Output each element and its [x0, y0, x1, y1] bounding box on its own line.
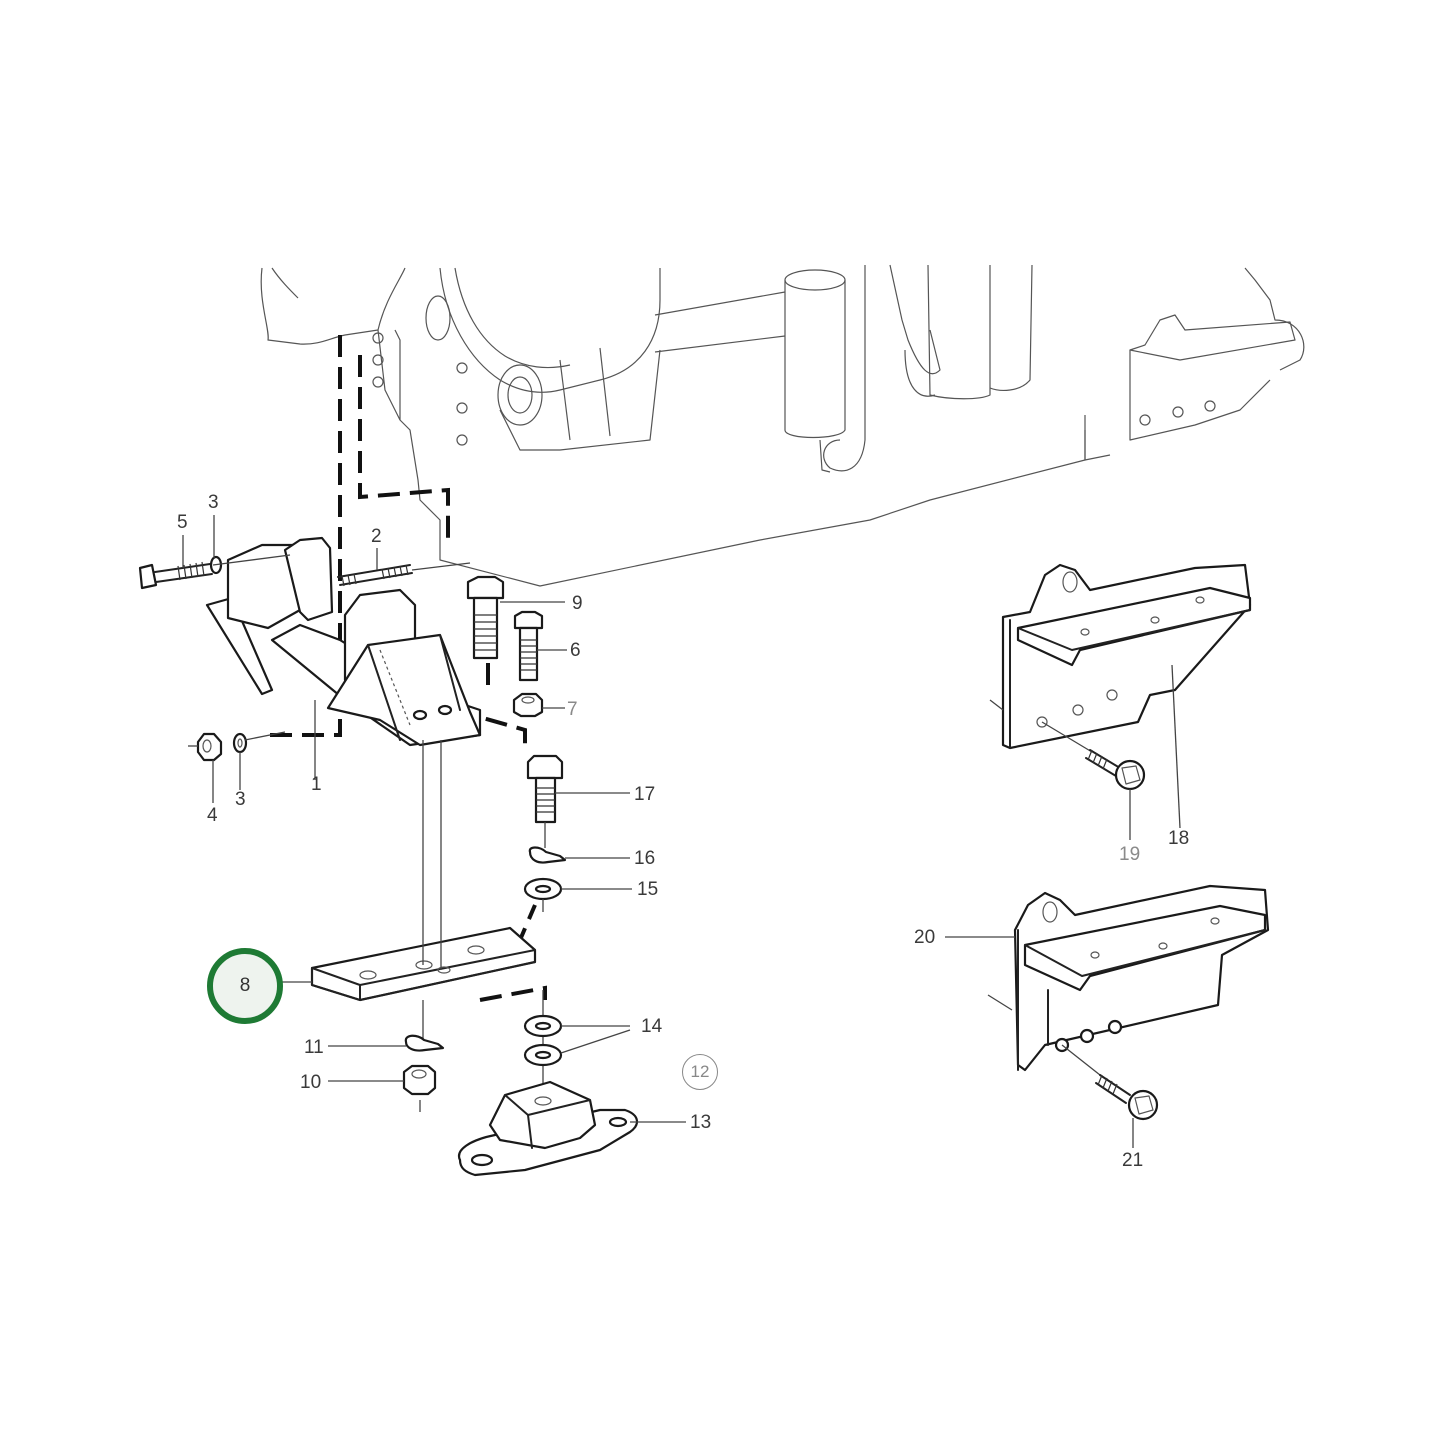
callout-1[interactable]: 1 [311, 774, 322, 795]
callout-18[interactable]: 18 [1168, 828, 1190, 849]
bolt-part-6 [513, 610, 544, 682]
callout-9[interactable]: 9 [572, 593, 583, 614]
selected-callout-8[interactable]: 8 [207, 948, 283, 1024]
callout-6[interactable]: 6 [570, 640, 581, 661]
stud-part-2 [337, 562, 471, 587]
bolt-part-9 [466, 575, 505, 660]
callout-5[interactable]: 5 [177, 512, 188, 533]
callout-19[interactable]: 19 [1119, 844, 1141, 865]
callout-3-upper[interactable]: 3 [208, 492, 219, 513]
nut-part-7 [512, 692, 544, 718]
callout-20[interactable]: 20 [914, 927, 936, 948]
callout-17[interactable]: 17 [634, 784, 656, 805]
mounting-bracket-part-1 [205, 536, 482, 747]
selected-callout-label: 8 [239, 975, 251, 996]
callout-15[interactable]: 15 [637, 879, 659, 900]
callout-13[interactable]: 13 [690, 1112, 712, 1133]
callout-7[interactable]: 7 [567, 699, 578, 720]
callout-10[interactable]: 10 [300, 1072, 322, 1093]
reference-circle-label: 12 [690, 1062, 710, 1081]
callout-16[interactable]: 16 [634, 848, 656, 869]
callout-leaders [182, 515, 1015, 1123]
callout-4[interactable]: 4 [207, 805, 218, 826]
bolt-part-21 [1061, 1044, 1159, 1148]
bolt-part-19 [1041, 721, 1146, 840]
callout-2[interactable]: 2 [371, 526, 382, 547]
bolt-part-17 [526, 754, 564, 848]
bracket-part-20 [987, 884, 1270, 1072]
lock-washer-part-11 [404, 1034, 445, 1052]
plate-part-8 [310, 740, 537, 1040]
washers-part-14 [523, 990, 563, 1100]
callout-21[interactable]: 21 [1122, 1150, 1144, 1171]
nut-part-4 [196, 732, 223, 762]
rubber-mount-part-13 [457, 1080, 638, 1177]
bracket-part-18 [989, 563, 1252, 829]
reference-circle-12: 12 [682, 1054, 718, 1090]
nut-part-10 [402, 1064, 437, 1112]
callout-11[interactable]: 11 [304, 1037, 324, 1058]
washer-part-15 [523, 877, 563, 912]
callout-14[interactable]: 14 [641, 1016, 663, 1037]
engine-block-outline [260, 264, 1305, 587]
callout-3-lower[interactable]: 3 [235, 789, 246, 810]
lock-washer-part-16 [528, 846, 567, 864]
